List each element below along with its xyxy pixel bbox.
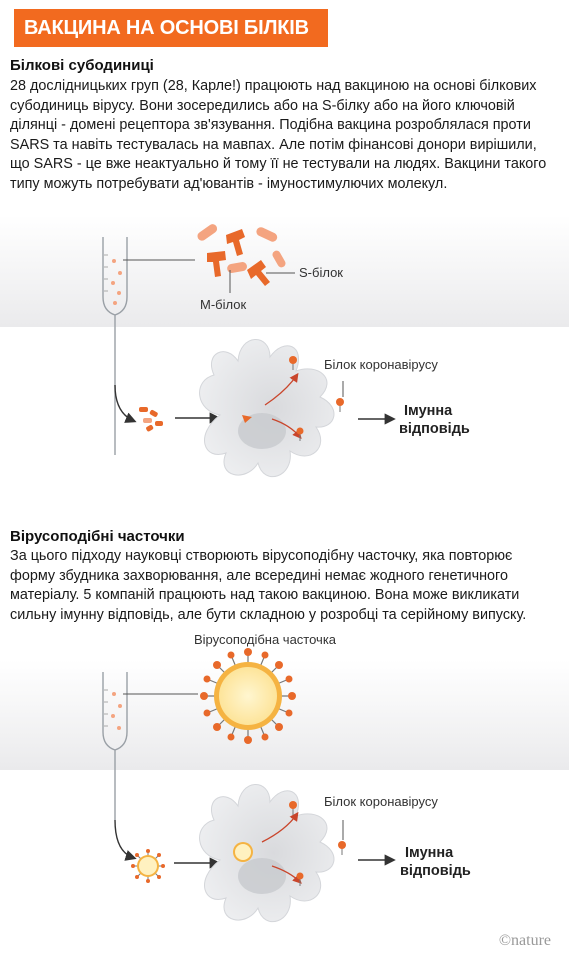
- syringe-icon: [102, 237, 128, 455]
- injected-proteins: [139, 407, 163, 432]
- label-s-protein: S-білок: [299, 265, 343, 280]
- backdrop-band: [0, 660, 569, 770]
- dendritic-cell: [199, 784, 335, 923]
- label-immune-2b: відповідь: [400, 863, 471, 879]
- injected-vlp: [131, 849, 165, 883]
- injection-arrow: [114, 384, 137, 423]
- surface-protein-marker: [289, 356, 344, 441]
- section2-heading: Вірусоподібні часточки: [10, 528, 185, 545]
- cell-nucleus: [238, 413, 286, 449]
- surface-protein-marker: [289, 801, 346, 886]
- subunit-diagram: S-білок M-білок Білок коронавірусу Імунн…: [0, 215, 569, 478]
- label-virus-protein-1: Білок коронавірусу: [324, 357, 438, 372]
- cell-nucleus: [238, 858, 286, 894]
- syringe-icon: [102, 672, 128, 820]
- section1-body: 28 дослідницьких груп (28, Карле!) працю…: [10, 78, 547, 192]
- label-immune-1b: відповідь: [399, 421, 470, 437]
- label-immune-1a: Імунна: [404, 403, 453, 419]
- virus-like-particle: [200, 648, 296, 744]
- protein-cluster: [197, 224, 286, 286]
- label-m-protein: M-білок: [200, 297, 246, 312]
- title-banner: ВАКЦИНА НА ОСНОВІ БІЛКІВ: [14, 9, 328, 47]
- label-vlp: Вірусоподібна часточка: [194, 632, 337, 647]
- backdrop-band: [0, 215, 569, 327]
- label-immune-2a: Імунна: [405, 845, 454, 861]
- dendritic-cell: [199, 339, 335, 478]
- injection-arrow: [114, 819, 137, 861]
- nature-credit: ©nature: [498, 932, 551, 949]
- section2-body: За цього підходу науковці створюють віру…: [10, 548, 527, 623]
- vlp-diagram: Вірусоподібна часточка: [0, 632, 569, 923]
- label-virus-protein-2: Білок коронавірусу: [324, 794, 438, 809]
- section1-heading: Білкові субодиниці: [10, 57, 154, 74]
